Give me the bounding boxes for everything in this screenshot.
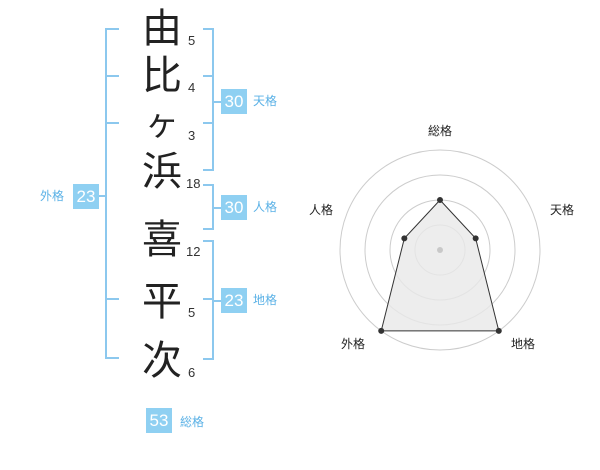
tenkaku-bracket [212, 28, 214, 171]
jinkaku-connector [213, 207, 221, 209]
bracket-tick [203, 228, 213, 230]
radar-point-2 [495, 327, 502, 334]
soukaku-label: 総格 [180, 415, 205, 429]
radar-value-polygon [380, 199, 500, 332]
bracket-tick [203, 28, 213, 30]
tenkaku-value: 30 [221, 89, 247, 114]
gaikaku-label: 外格 [40, 189, 65, 203]
radar-axis-label-jinkaku: 人格 [309, 203, 334, 217]
radar-grid-ring [339, 149, 541, 351]
stroke-count: 3 [188, 128, 196, 143]
radar-axis-label-gaikaku: 外格 [341, 337, 366, 351]
name-char: 次 [142, 338, 182, 384]
soukaku-value: 53 [146, 408, 172, 433]
chikaku-label: 地格 [253, 293, 278, 307]
gaikaku-value: 23 [73, 184, 99, 209]
bracket-tick [203, 240, 213, 242]
bracket-tick [105, 28, 119, 30]
radar-point-4 [401, 235, 408, 242]
bracket-tick [203, 184, 213, 186]
surname-bracket-left [105, 28, 107, 359]
tenkaku-connector [213, 101, 221, 103]
gaikaku-connector [99, 195, 106, 197]
radar-axis-label-tenkaku: 天格 [550, 203, 575, 217]
bracket-tick [203, 358, 213, 360]
bracket-tick [203, 75, 213, 77]
bracket-tick [105, 75, 119, 77]
name-char: 浜 [142, 149, 182, 195]
bracket-tick [105, 298, 119, 300]
radar-point-3 [378, 327, 385, 334]
stroke-count: 18 [186, 176, 201, 191]
bracket-tick [203, 298, 213, 300]
name-char: 喜 [142, 217, 182, 263]
stroke-count: 6 [188, 365, 196, 380]
jinkaku-label: 人格 [253, 200, 278, 214]
bracket-tick [203, 122, 213, 124]
radar-point-0 [437, 197, 443, 203]
stroke-count: 5 [188, 33, 196, 48]
name-char: 平 [142, 279, 182, 325]
radar-point-1 [472, 235, 479, 242]
name-char: ヶ [145, 104, 179, 144]
chikaku-value: 23 [221, 288, 247, 313]
radar-axis-label-soukaku: 総格 [428, 124, 453, 138]
bracket-tick [105, 122, 119, 124]
radar-axis-label-chikaku: 地格 [511, 337, 536, 351]
radar-center-point [437, 247, 443, 253]
stroke-count: 4 [188, 80, 196, 95]
stroke-count: 12 [186, 244, 201, 259]
jinkaku-value: 30 [221, 195, 247, 220]
tenkaku-label: 天格 [253, 94, 278, 108]
chikaku-connector [213, 300, 221, 302]
bracket-tick [203, 169, 213, 171]
bracket-tick [105, 357, 119, 359]
name-char: 由 [142, 6, 182, 52]
stroke-count: 5 [188, 305, 196, 320]
name-char: 比 [142, 53, 182, 99]
